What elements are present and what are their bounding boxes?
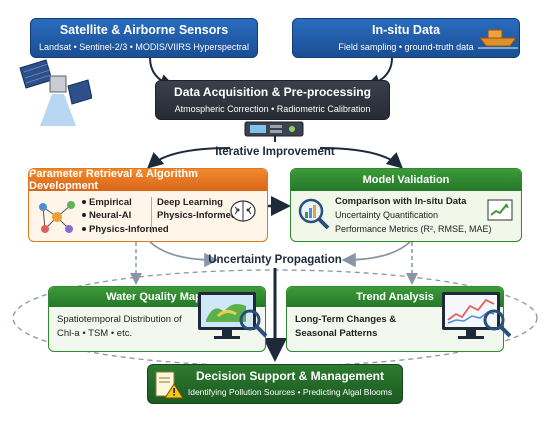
boat-icon <box>478 24 518 52</box>
trend-title: Trend Analysis <box>356 291 434 303</box>
validation-box: Model Validation Comparison with In-situ… <box>290 168 522 242</box>
trend-chart-icon <box>487 199 513 221</box>
insitu-title: In-situ Data <box>371 23 441 37</box>
validation-title: Model Validation <box>362 174 450 186</box>
retrieval-item-physics-informed: Physics-Informed <box>157 210 237 221</box>
retrieval-box: Parameter Retrieval & Algorithm Developm… <box>28 168 268 242</box>
warning-document-icon <box>154 370 184 400</box>
retrieval-item-physics: Physics-Informed <box>89 224 169 235</box>
acquisition-box: Data Acquisition & Pre-processing Atmosp… <box>155 80 390 120</box>
wq-maps-line-2: Chl-a • TSM • etc. <box>57 328 133 339</box>
sensors-title: Satellite & Airborne Sensors <box>59 23 229 37</box>
arrow-uncertainty-left <box>149 241 219 268</box>
processing-device-icon <box>244 121 304 137</box>
iterative-improvement-label: Iterative Improvement <box>215 146 335 158</box>
bullet-3 <box>82 227 86 231</box>
retrieval-title: Parameter Retrieval & Algorithm Developm… <box>29 168 198 192</box>
brain-icon <box>229 198 257 224</box>
retrieval-header: Parameter Retrieval & Algorithm Developm… <box>29 168 267 192</box>
acquisition-title: Data Acquisition & Pre-processing <box>174 85 371 99</box>
wq-maps-title: Water Quality Maps <box>106 291 208 303</box>
trend-line-1: Long-Term Changes & <box>295 314 397 325</box>
acquisition-subtitle: Atmospheric Correction • Radiometric Cal… <box>174 104 371 114</box>
retrieval-divider <box>151 197 152 233</box>
bullet-1 <box>82 200 86 204</box>
decision-subtitle: Identifying Pollution Sources • Predicti… <box>187 387 393 397</box>
arrow-uncertainty-right <box>341 241 411 268</box>
satellite-icon <box>12 50 92 128</box>
validation-line-metrics: Performance Metrics (R², RMSE, MAE) <box>335 224 492 234</box>
trend-line-2: Seasonal Patterns <box>295 328 378 339</box>
bullet-2 <box>82 213 86 217</box>
arrow-iterative-left <box>147 147 231 169</box>
decision-support-box: Decision Support & Management Identifyin… <box>147 364 403 404</box>
arrow-iterative-right <box>319 147 403 169</box>
magnifier-chart-icon <box>297 197 331 231</box>
map-monitor-icon <box>196 290 272 342</box>
retrieval-item-deep-learning: Deep Learning <box>157 197 223 208</box>
uncertainty-propagation-label: Uncertainty Propagation <box>208 254 342 266</box>
network-icon <box>35 197 77 237</box>
sensors-subtitle: Landsat • Sentinel-2/3 • MODIS/VIIRS Hyp… <box>39 42 249 52</box>
validation-line-uncertainty: Uncertainty Quantification <box>335 210 439 220</box>
trend-monitor-icon <box>440 290 516 342</box>
validation-line-comparison: Comparison with In-situ Data <box>335 196 467 207</box>
retrieval-item-empirical: Empirical <box>89 197 132 208</box>
retrieval-item-neural: Neural-AI <box>89 210 132 221</box>
insitu-subtitle: Field sampling • ground-truth data <box>338 42 474 52</box>
decision-title: Decision Support & Management <box>195 369 385 383</box>
validation-header: Model Validation <box>291 169 521 191</box>
sensors-box: Satellite & Airborne Sensors Landsat • S… <box>30 18 258 58</box>
wq-maps-line-1: Spatiotemporal Distribution of <box>57 314 182 325</box>
